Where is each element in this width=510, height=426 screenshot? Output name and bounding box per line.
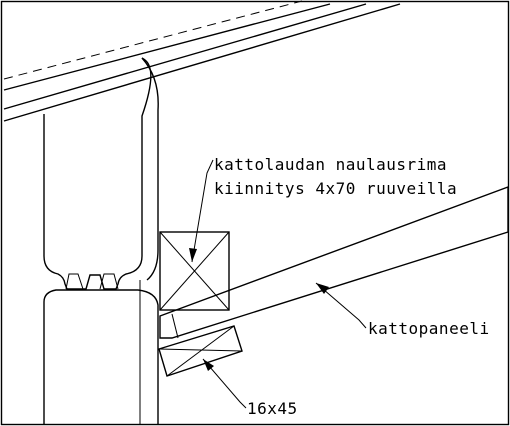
small-strip <box>158 325 243 377</box>
lower-log-outline <box>43 289 159 424</box>
nailing-batten <box>159 231 230 311</box>
batten-label-line2: kiinnitys 4x70 ruuveilla <box>214 179 457 198</box>
leader-roof-panel-arrow <box>316 283 329 294</box>
roof-dashed-line <box>3 0 303 80</box>
leaders <box>189 159 367 409</box>
small-strip-cross-a <box>158 348 243 352</box>
batten-rect <box>159 231 230 311</box>
leader-strip-arrow <box>203 359 214 371</box>
small-timber-label: 16x45 <box>247 399 298 418</box>
roof-board-underside <box>3 3 401 122</box>
leader-batten-arrow <box>189 248 197 262</box>
roof-panel-body <box>159 185 509 339</box>
log-wall <box>43 57 159 424</box>
log-joint-profile <box>65 273 119 290</box>
leader-roof-panel <box>315 282 367 329</box>
roof-board-line <box>3 3 367 110</box>
upper-log-outline <box>43 57 152 290</box>
leader-strip <box>202 358 247 409</box>
roof-panel-end-cut <box>171 313 179 339</box>
roof-top-line <box>3 3 331 91</box>
batten-label-line1: kattolaudan naulausrima <box>214 155 447 174</box>
upper-log-right-edge <box>141 57 159 281</box>
batten-cross-b <box>159 231 230 311</box>
leader-batten <box>191 159 214 263</box>
roof-panel-label: kattopaneeli <box>368 319 490 338</box>
upper-roof-boards <box>3 0 401 122</box>
roof-panel <box>159 185 509 339</box>
small-strip-cross-b <box>166 325 235 377</box>
